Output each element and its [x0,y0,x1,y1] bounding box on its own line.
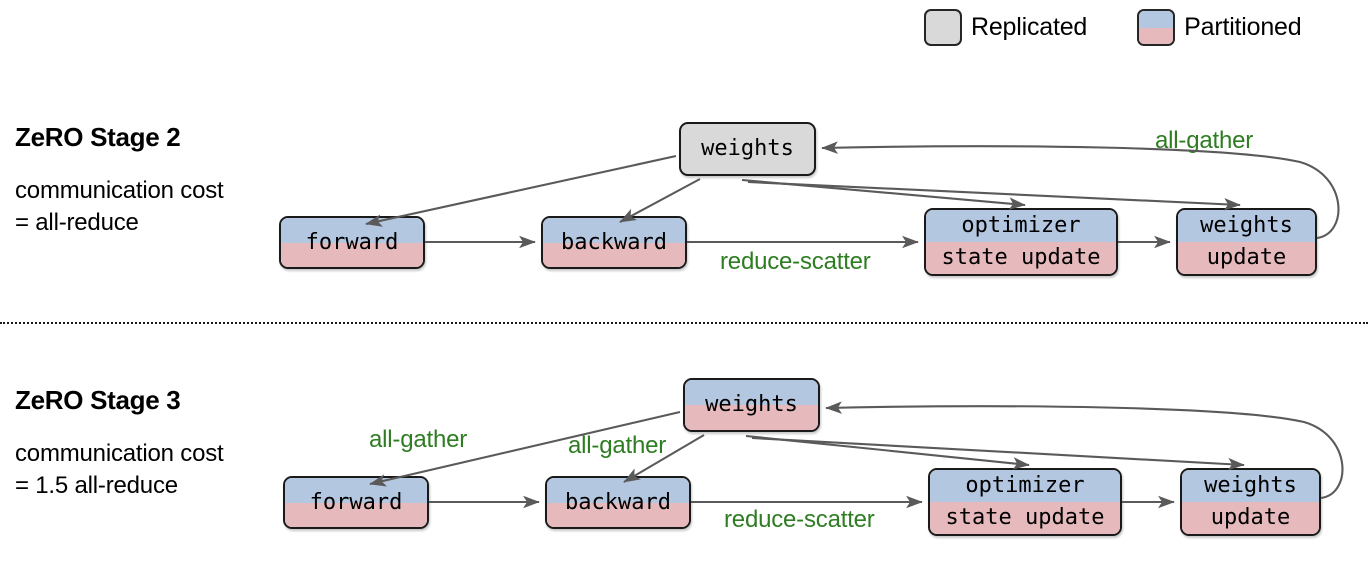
legend: Replicated Partitioned [924,9,1302,46]
edge-weights-to-forward [369,410,681,487]
node-label: forward [305,229,399,255]
node-label-line2: update [1206,245,1287,270]
legend-item-replicated: Replicated [924,9,1087,46]
edge-weights-to-backward [623,434,705,483]
stage-3-title: ZeRO Stage 3 [15,385,181,415]
edge-return-loop [825,401,1344,500]
legend-label-replicated: Replicated [971,13,1088,41]
stage-2-edges [365,141,1340,249]
legend-swatch-replicated [924,9,962,46]
stage-2-node-forward[interactable]: forward [279,216,425,269]
stage-2-node-optimizer-state-update[interactable]: optimizer state update [924,208,1118,276]
node-label: backward [565,489,671,515]
stage-3-label-all-gather-backward: all-gather [568,432,667,459]
legend-item-partitioned: Partitioned [1137,9,1302,46]
stage-3-node-optimizer-state-update[interactable]: optimizer state update [928,468,1122,536]
edge-weights-to-weights-update [751,436,1245,471]
stage-3-label-all-gather-forward: all-gather [369,426,468,453]
legend-swatch-partitioned [1137,9,1176,46]
stage-3-label-reduce-scatter: reduce-scatter [724,506,875,533]
node-label-line1: weights [1204,473,1297,498]
stage-3-node-weights-update[interactable]: weights update [1180,468,1321,536]
node-label-line1: optimizer [965,473,1085,498]
edge-weights-to-backward [619,178,701,223]
node-label: weights [701,136,794,161]
node-label-line2: state update [945,505,1105,530]
stage-3-cost: communication cost = 1.5 all-reduce [15,440,224,499]
node-label: backward [561,229,667,255]
node-label-line2: update [1210,505,1291,530]
node-label: forward [309,489,403,515]
stage-3-caption: ZeRO Stage 3 communication cost = 1.5 al… [15,385,224,501]
stage-2-caption: ZeRO Stage 2 communication cost = all-re… [15,122,224,238]
stage-3-edges [369,401,1344,509]
stage-2-title: ZeRO Stage 2 [15,122,181,152]
stage-3-node-weights[interactable]: weights [683,378,820,432]
edge-weights-to-forward [365,154,677,227]
edge-all-gather-return [821,141,1340,240]
stage-2-node-weights[interactable]: weights [679,122,816,176]
node-label: weights [705,392,798,417]
legend-label-partitioned: Partitioned [1184,13,1302,41]
stage-2-label-all-gather: all-gather [1155,127,1254,154]
stage-2-node-backward[interactable]: backward [541,216,687,269]
edge-weights-to-weights-update [747,180,1241,211]
stage-3-node-backward[interactable]: backward [545,476,691,529]
stage-2-node-weights-update[interactable]: weights update [1176,208,1317,276]
stage-2-cost: communication cost = all-reduce [15,177,224,236]
stage-3-node-forward[interactable]: forward [283,476,429,529]
section-divider [0,322,1368,324]
stage-2-label-reduce-scatter: reduce-scatter [720,248,871,275]
node-label-line1: weights [1200,213,1293,238]
node-label-line2: state update [941,245,1101,270]
node-label-line1: optimizer [961,213,1081,238]
